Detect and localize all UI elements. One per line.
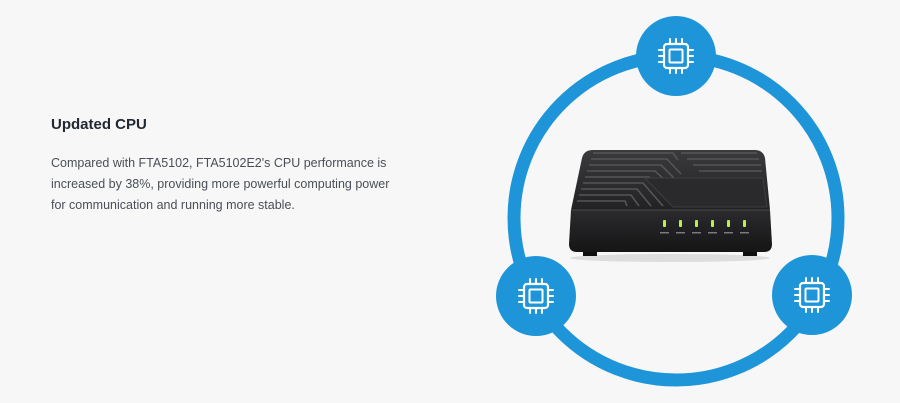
cpu-badge-top — [636, 16, 716, 96]
cpu-badge-left — [496, 256, 576, 336]
feature-title: Updated CPU — [51, 116, 147, 133]
status-leds — [663, 220, 746, 227]
cpu-illustration — [496, 16, 852, 387]
router-device — [569, 150, 772, 262]
cpu-badge-right — [772, 255, 852, 335]
feature-description: Compared with FTA5102, FTA5102E2's CPU p… — [51, 156, 390, 212]
feature-text: Updated CPU Compared with FTA5102, FTA51… — [51, 114, 396, 216]
